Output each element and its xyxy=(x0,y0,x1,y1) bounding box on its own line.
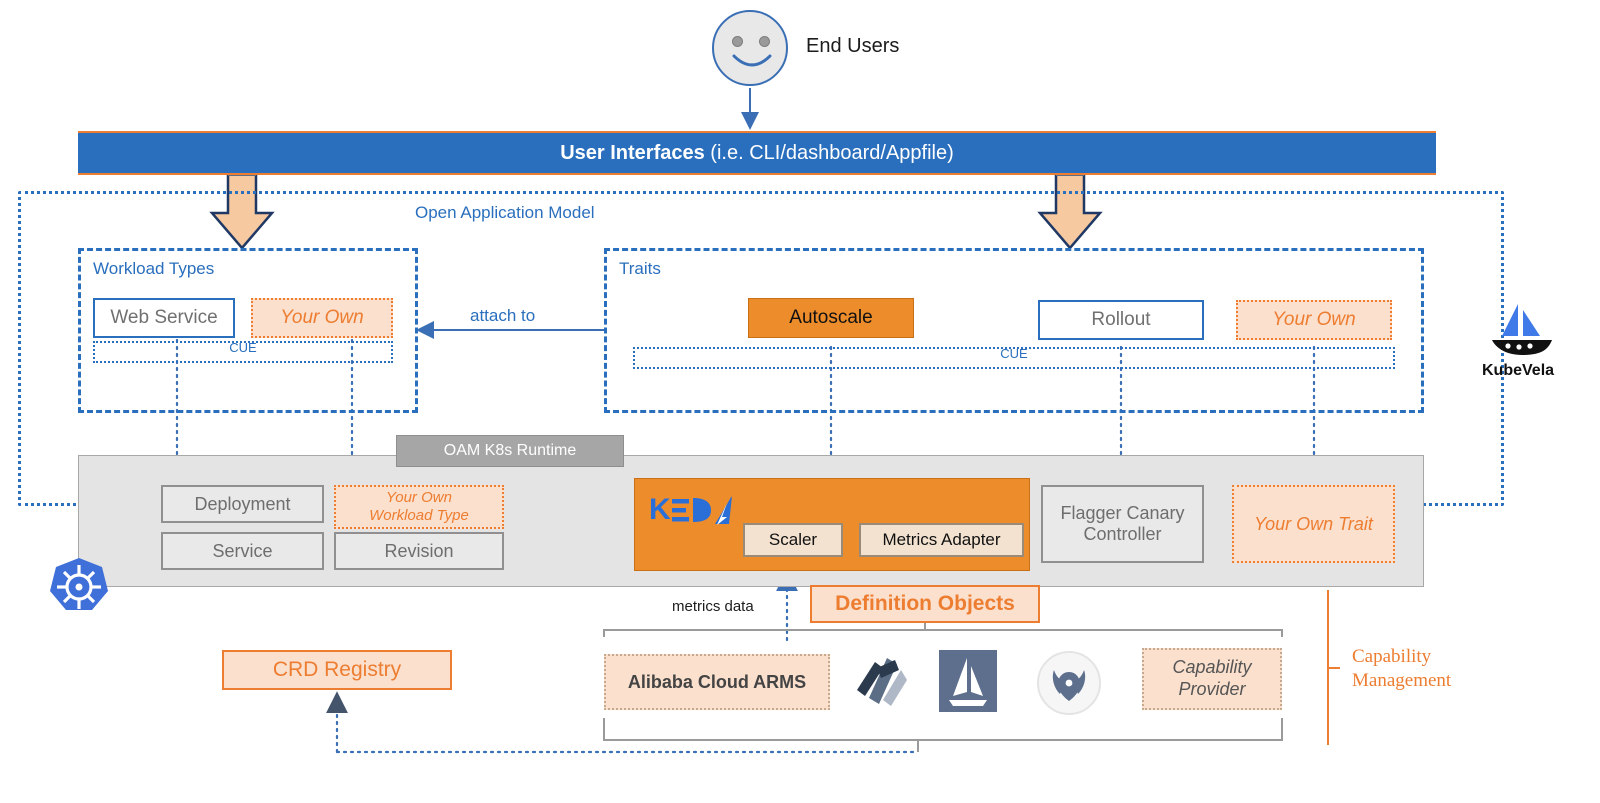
capability-management-line2: Management xyxy=(1352,669,1452,691)
provider-alibaba-cloud-arms[interactable]: Alibaba Cloud ARMS xyxy=(604,654,830,710)
svg-text:K: K xyxy=(649,493,672,526)
flagger-line1: Flagger Canary xyxy=(1060,503,1185,524)
workload-types-label: Workload Types xyxy=(93,259,215,278)
open-application-model-label: Open Application Model xyxy=(415,203,595,222)
cue-container-traits: CUE xyxy=(633,346,1395,369)
own-workload-line1: Your Own xyxy=(386,489,452,506)
workload-types-group: Workload Types xyxy=(78,248,418,413)
bracket-top-providers xyxy=(603,629,1283,637)
capability-management-line1: Capability xyxy=(1352,646,1432,667)
metrics-data-label: metrics data xyxy=(672,598,754,615)
capability-provider-line2: Provider xyxy=(1178,679,1246,699)
runtime-box-flagger-canary-controller[interactable]: Flagger Canary Controller xyxy=(1041,485,1204,563)
workload-web-service[interactable]: Web Service xyxy=(93,298,235,338)
trait-rollout[interactable]: Rollout xyxy=(1038,300,1204,340)
helm-logo-icon xyxy=(1037,651,1101,715)
runtime-box-deployment[interactable]: Deployment xyxy=(161,485,324,523)
runtime-box-service[interactable]: Service xyxy=(161,532,324,570)
cue-label-traits: CUE xyxy=(1000,346,1028,361)
trait-autoscale[interactable]: Autoscale xyxy=(748,298,914,338)
traits-group: Traits xyxy=(604,248,1424,413)
kubevela-label: KubeVela xyxy=(1482,362,1555,379)
cue-container-workloads: CUE xyxy=(93,340,393,363)
kubevela-sailboat-icon xyxy=(1492,304,1552,355)
crd-registry-box[interactable]: CRD Registry xyxy=(222,650,452,690)
trait-your-own[interactable]: Your Own xyxy=(1236,300,1392,340)
keda-metrics-adapter-box[interactable]: Metrics Adapter xyxy=(859,523,1024,557)
workload-your-own[interactable]: Your Own xyxy=(251,298,393,338)
runtime-box-revision[interactable]: Revision xyxy=(334,532,504,570)
own-workload-line2: Workload Type xyxy=(369,507,469,524)
flagger-logo-icon xyxy=(857,658,907,706)
cue-label-workloads: CUE xyxy=(229,340,257,355)
user-interfaces-bar[interactable]: User Interfaces (i.e. CLI/dashboard/Appf… xyxy=(78,131,1436,175)
runtime-box-your-own-workload-type[interactable]: Your Own Workload Type xyxy=(334,485,504,529)
ui-bar-rest-label: (i.e. CLI/dashboard/Appfile) xyxy=(704,141,954,164)
kubernetes-icon xyxy=(50,558,108,610)
bracket-bottom-providers xyxy=(603,718,1283,741)
capability-provider-line1: Capability xyxy=(1172,657,1252,678)
keda-panel: K Scaler Metrics Adapter xyxy=(634,478,1030,571)
flagger-line2: Controller xyxy=(1083,524,1162,544)
istio-logo-icon xyxy=(939,650,997,712)
end-users-label: End Users xyxy=(806,35,900,57)
definition-objects-badge: Definition Objects xyxy=(810,585,1040,623)
traits-label: Traits xyxy=(619,259,661,278)
capability-provider-box[interactable]: Capability Provider xyxy=(1142,648,1282,710)
attach-to-label: attach to xyxy=(470,306,536,325)
ui-bar-bold-label: User Interfaces xyxy=(560,141,705,164)
capability-management-label: Capability Management xyxy=(1352,645,1502,693)
end-users-avatar-icon xyxy=(712,10,788,86)
runtime-box-your-own-trait[interactable]: Your Own Trait xyxy=(1232,485,1395,563)
keda-scaler-box[interactable]: Scaler xyxy=(743,523,843,557)
oam-k8s-runtime-badge: OAM K8s Runtime xyxy=(396,435,624,467)
